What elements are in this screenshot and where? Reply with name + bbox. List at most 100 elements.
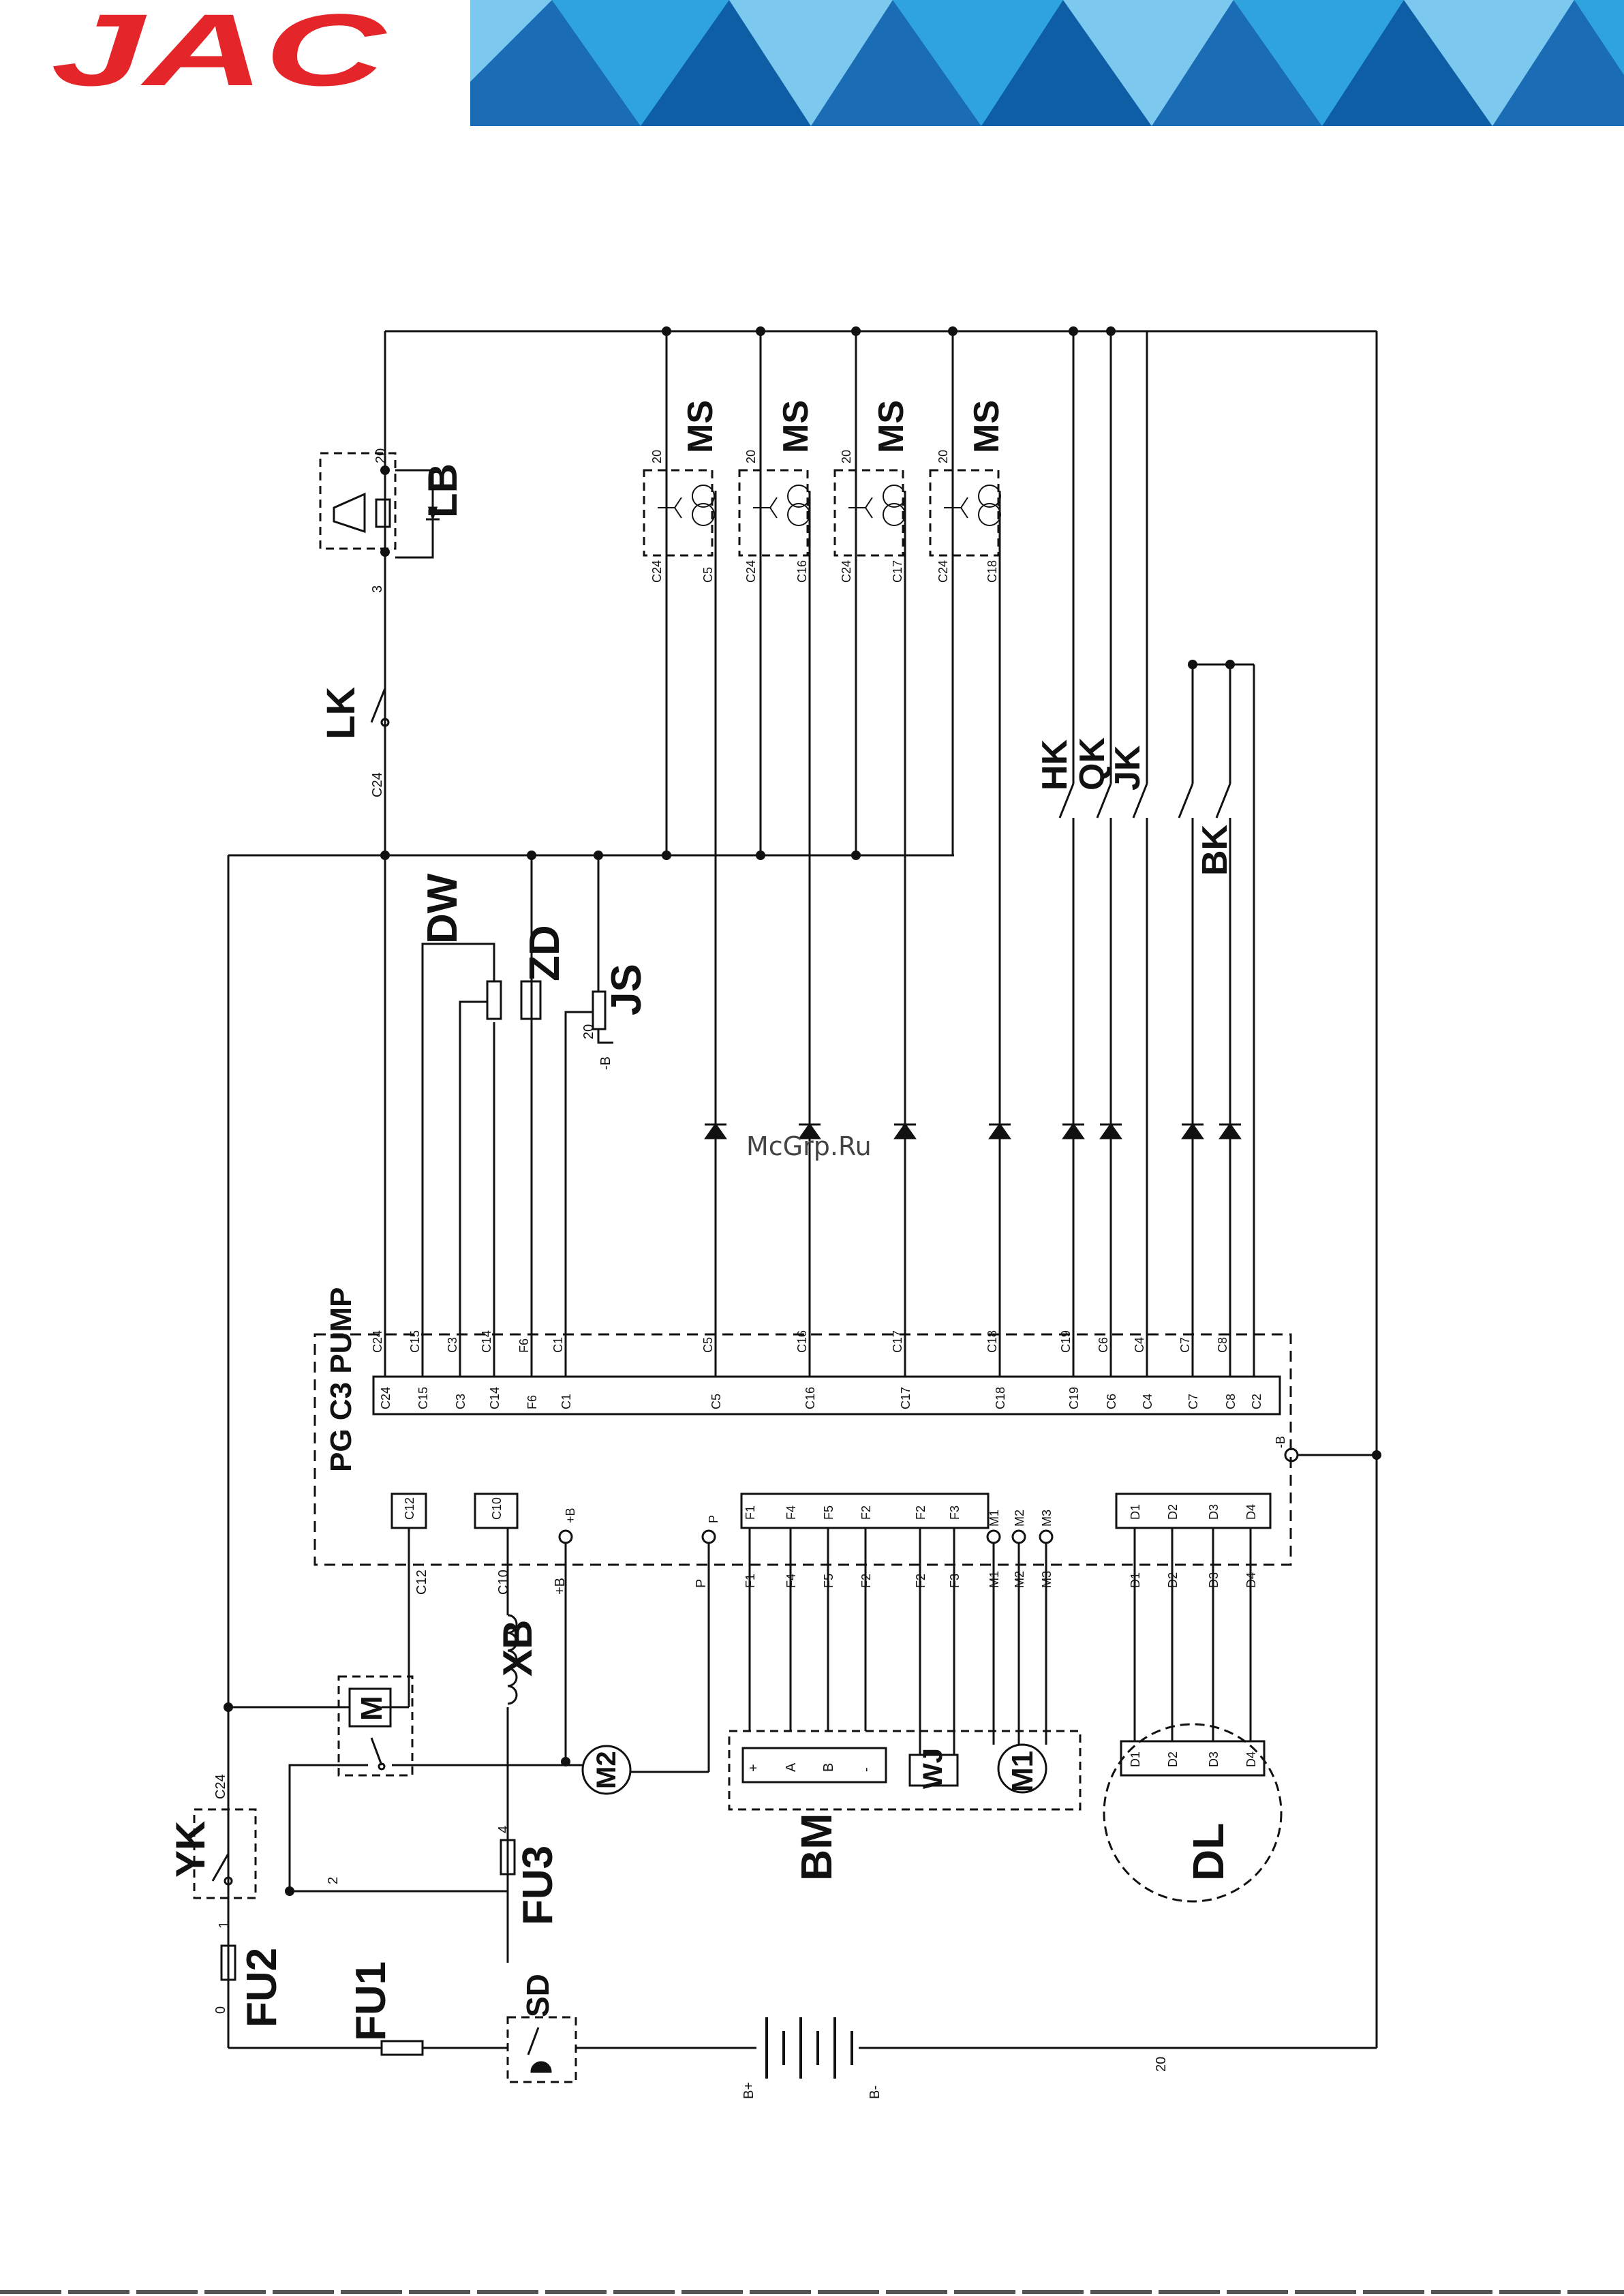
svg-text:C7: C7	[1186, 1394, 1200, 1409]
svg-text:F6: F6	[517, 1338, 531, 1353]
svg-text:C14: C14	[488, 1387, 502, 1409]
wire-0: 0	[213, 2006, 228, 2014]
svg-text:C24: C24	[936, 560, 950, 583]
xb-label: XB	[495, 1620, 540, 1677]
ms-label-3: MS	[872, 400, 911, 453]
svg-text:C1: C1	[560, 1394, 573, 1409]
svg-text:P: P	[707, 1515, 720, 1523]
svg-text:C12: C12	[403, 1497, 416, 1520]
wire-1: 1	[217, 1921, 232, 1929]
svg-text:F5: F5	[822, 1505, 836, 1520]
svg-text:D1: D1	[1129, 1504, 1142, 1520]
svg-text:+: +	[746, 1764, 761, 1772]
svg-text:C24: C24	[371, 1330, 384, 1353]
controller-label: PG C3 PUMP	[324, 1287, 358, 1472]
svg-text:C5: C5	[709, 1394, 723, 1409]
svg-text:C19: C19	[1067, 1387, 1081, 1409]
svg-text:D3: D3	[1207, 1504, 1221, 1520]
fu1-label: FU1	[348, 1961, 395, 2041]
svg-text:C1: C1	[551, 1337, 565, 1353]
svg-text:C16: C16	[795, 1330, 809, 1353]
svg-text:D1: D1	[1129, 1572, 1142, 1588]
svg-text:C16: C16	[803, 1387, 817, 1409]
svg-text:C7: C7	[1178, 1337, 1192, 1353]
svg-text:D4: D4	[1244, 1751, 1258, 1767]
svg-text:C14: C14	[480, 1330, 493, 1353]
wire-3: 3	[370, 585, 385, 593]
dl-label: DL	[1184, 1823, 1233, 1881]
diodes	[704, 1122, 1242, 1139]
svg-text:20: 20	[936, 450, 950, 463]
svg-text:C5: C5	[701, 1337, 715, 1353]
fu3-fuse	[290, 1839, 516, 1893]
wire-20-js: 20	[581, 1024, 596, 1039]
svg-text:F4: F4	[784, 1574, 798, 1588]
svg-text:M1: M1	[987, 1510, 1001, 1527]
svg-text:F2: F2	[914, 1574, 928, 1588]
lk-switch	[370, 688, 390, 727]
wire-20-bottom: 20	[1154, 2057, 1169, 2072]
qk-label: QK	[1073, 737, 1112, 791]
m2-motor	[566, 1745, 710, 1795]
battery	[765, 2017, 853, 2079]
bottom-rule	[0, 2290, 1624, 2294]
dl-encoder	[1103, 1723, 1283, 1903]
banner-pattern	[470, 0, 1624, 126]
m1-label: M1	[1006, 1751, 1039, 1792]
svg-text:C24: C24	[744, 560, 758, 583]
svg-text:F1: F1	[744, 1574, 757, 1588]
svg-text:C16: C16	[795, 560, 809, 583]
fu2-fuse	[220, 1944, 236, 1981]
svg-text:M2: M2	[1013, 1571, 1026, 1588]
svg-text:C24: C24	[650, 560, 664, 583]
svg-text:C6: C6	[1105, 1394, 1118, 1409]
jac-logo: JAC	[51, 7, 388, 95]
header-banner	[470, 0, 1624, 126]
svg-text:M3: M3	[1040, 1510, 1054, 1527]
svg-text:C3: C3	[454, 1394, 468, 1409]
fu1-fuse	[380, 2040, 508, 2056]
svg-text:C15: C15	[408, 1330, 422, 1353]
svg-text:C5: C5	[701, 567, 715, 583]
ms-label-2: MS	[776, 400, 816, 453]
xb-coil	[507, 1614, 518, 1705]
sd-switch	[506, 2016, 756, 2083]
yk-switch	[193, 1808, 257, 1899]
svg-text:C2: C2	[1250, 1394, 1263, 1409]
svg-text:C17: C17	[891, 1330, 904, 1353]
svg-text:C24: C24	[379, 1387, 393, 1409]
svg-text:M3: M3	[1040, 1571, 1054, 1588]
svg-text:C24: C24	[840, 560, 853, 583]
svg-text:C6: C6	[1097, 1337, 1110, 1353]
zd-label: ZD	[521, 925, 568, 981]
svg-text:C18: C18	[994, 1387, 1007, 1409]
yk-label: YK	[168, 1821, 213, 1878]
wire-pos-b: +B	[553, 1578, 568, 1595]
svg-text:F2: F2	[914, 1505, 928, 1520]
dw-zd-js	[486, 980, 613, 1044]
main-wires	[227, 330, 1378, 2049]
svg-text:C3: C3	[446, 1337, 459, 1353]
wire-4: 4	[496, 1826, 511, 1833]
svg-text:D4: D4	[1244, 1504, 1258, 1520]
logo-text: JAC	[51, 7, 388, 95]
bm-block	[728, 1730, 1082, 1811]
svg-text:M2: M2	[1013, 1510, 1026, 1527]
js-label: JS	[603, 964, 650, 1015]
wire-c10: C10	[496, 1570, 511, 1595]
wire-20-top: 20	[373, 448, 388, 463]
wj-label: WJ	[918, 1748, 948, 1789]
lk-label: LK	[319, 687, 363, 739]
lb-label: LB	[420, 463, 465, 518]
svg-text:F1: F1	[744, 1505, 757, 1520]
lb-buzzer	[319, 452, 440, 559]
svg-text:F5: F5	[822, 1574, 836, 1588]
hk-label: HK	[1035, 739, 1075, 791]
svg-text:C4: C4	[1141, 1394, 1154, 1409]
labels: LB LK MS MS MS MS DW ZD JS HK QK JK BK P…	[168, 400, 1287, 2099]
svg-text:F4: F4	[784, 1505, 798, 1520]
bk-label: BK	[1195, 824, 1235, 876]
svg-text:20: 20	[744, 450, 758, 463]
bm-label: BM	[792, 1813, 841, 1881]
